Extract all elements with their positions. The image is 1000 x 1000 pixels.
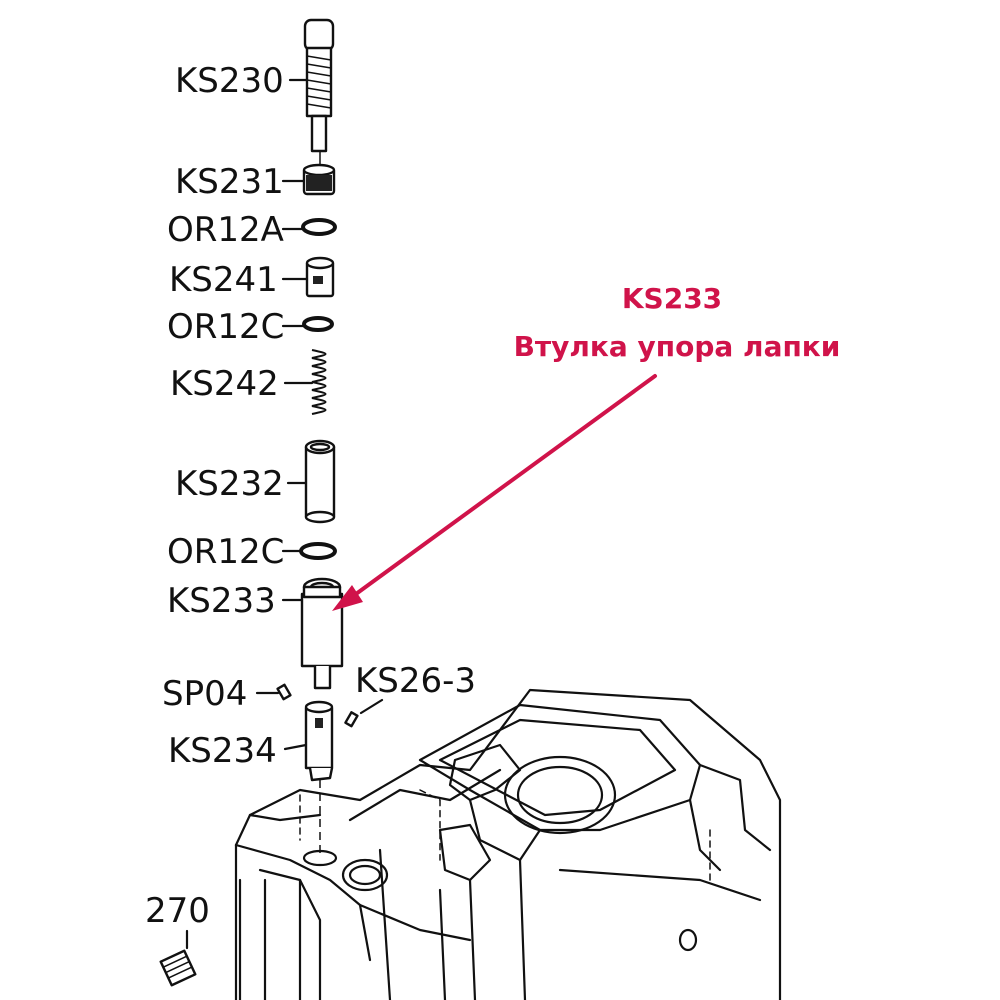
part-ks234 xyxy=(304,700,334,782)
part-ks241 xyxy=(305,256,335,298)
highlight-description: Втулка упора лапки xyxy=(514,330,841,363)
part-ks232-sleeve xyxy=(304,439,336,524)
label-or12a: OR12A xyxy=(167,210,284,250)
part-270-screw xyxy=(159,949,197,987)
highlight-code: KS233 xyxy=(622,282,722,315)
part-ks26-3-pin xyxy=(344,711,359,728)
label-ks234: KS234 xyxy=(168,731,277,771)
label-ks231: KS231 xyxy=(175,162,284,202)
part-ks233-sleeve xyxy=(300,577,344,690)
part-sp04-pin xyxy=(276,683,292,701)
label-ks233: KS233 xyxy=(167,581,276,621)
label-or12c-bottom: OR12C xyxy=(167,532,284,572)
label-sp04: SP04 xyxy=(162,674,247,714)
part-or12c-oring-bottom xyxy=(299,542,337,560)
label-ks230: KS230 xyxy=(175,61,284,101)
label-ks232: KS232 xyxy=(175,464,284,504)
part-or12c-oring-top xyxy=(302,316,334,332)
label-270: 270 xyxy=(145,891,210,931)
machine-housing xyxy=(234,688,782,1000)
label-ks242: KS242 xyxy=(170,364,279,404)
label-or12c-top: OR12C xyxy=(167,307,284,347)
label-ks241: KS241 xyxy=(169,260,278,300)
part-ks230-screw xyxy=(303,18,335,153)
highlight-arrow xyxy=(332,374,657,611)
label-ks26-3: KS26-3 xyxy=(355,661,476,701)
part-ks242-spring xyxy=(311,349,327,415)
part-ks231-nut xyxy=(302,163,336,196)
leader-lines xyxy=(185,78,384,950)
part-or12a-oring xyxy=(301,218,337,236)
